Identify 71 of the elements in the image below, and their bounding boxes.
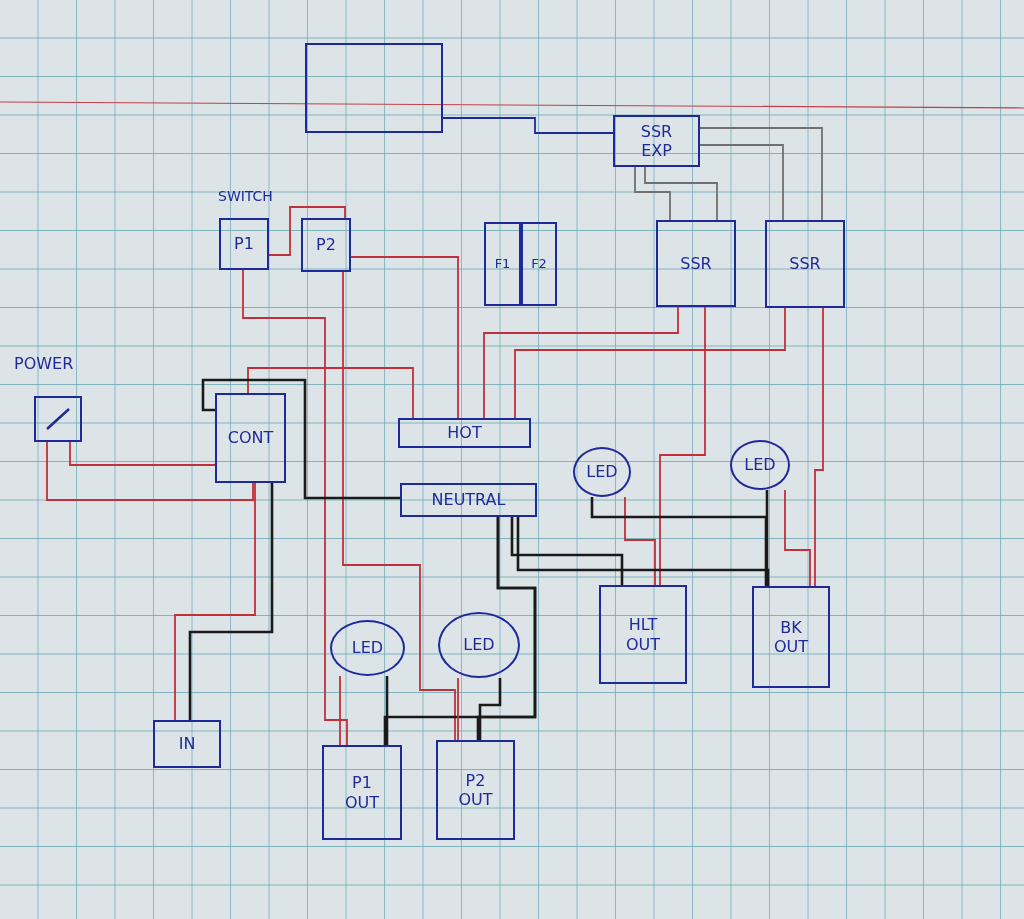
node-label: SSR bbox=[680, 253, 712, 274]
fuse-box bbox=[484, 222, 521, 306]
wire bbox=[814, 307, 824, 587]
wire bbox=[510, 517, 624, 585]
relay-box bbox=[765, 220, 845, 308]
wire bbox=[516, 517, 770, 586]
node-label: SSR EXP bbox=[640, 121, 673, 161]
wire bbox=[174, 482, 256, 721]
node-label: LED bbox=[744, 455, 776, 475]
wire bbox=[514, 307, 786, 419]
outlet-box bbox=[599, 585, 687, 684]
led-circle bbox=[730, 440, 790, 490]
node-label: HLT OUT bbox=[625, 615, 661, 654]
wire bbox=[350, 256, 459, 419]
controller-box bbox=[305, 43, 443, 133]
wire bbox=[242, 269, 348, 746]
switch-box bbox=[219, 218, 269, 270]
node-label: HOT bbox=[447, 423, 482, 443]
wire bbox=[699, 127, 823, 221]
section-label: SWITCH bbox=[218, 188, 273, 204]
wire bbox=[476, 517, 537, 740]
wire bbox=[188, 483, 274, 720]
wire bbox=[784, 489, 811, 587]
wire bbox=[478, 678, 502, 740]
node-label: P2 OUT bbox=[458, 770, 493, 810]
node-label: F2 bbox=[531, 256, 547, 272]
wire bbox=[483, 306, 679, 419]
wire bbox=[342, 271, 456, 741]
node-caption: POWER bbox=[14, 354, 74, 373]
node-label: P2 bbox=[316, 235, 336, 255]
wire bbox=[268, 206, 346, 256]
wire bbox=[644, 166, 718, 221]
node-label: F1 bbox=[494, 256, 511, 272]
inlet-box bbox=[153, 720, 221, 768]
node-label: SSR bbox=[789, 254, 821, 274]
wire bbox=[69, 441, 216, 466]
outlet-box bbox=[752, 586, 830, 688]
wire bbox=[765, 490, 769, 586]
node-label: IN bbox=[178, 734, 196, 754]
wire bbox=[339, 675, 341, 746]
node-label: NEUTRAL bbox=[431, 490, 506, 510]
bus-bar bbox=[398, 418, 531, 448]
contactor-box bbox=[215, 393, 286, 483]
led-circle bbox=[330, 620, 405, 676]
wire bbox=[659, 306, 706, 586]
node-label: LED bbox=[586, 462, 618, 482]
wire bbox=[590, 497, 768, 586]
node-label: LED bbox=[463, 635, 495, 655]
wire bbox=[385, 676, 389, 745]
outlet-box bbox=[322, 745, 402, 840]
module-box bbox=[613, 115, 700, 167]
wire bbox=[457, 677, 459, 741]
led-circle bbox=[573, 447, 631, 497]
node-label: LED bbox=[351, 638, 384, 658]
wire bbox=[624, 496, 656, 586]
bus-bar bbox=[400, 483, 537, 517]
wire bbox=[201, 378, 400, 500]
switch-box bbox=[301, 218, 351, 272]
relay-box bbox=[656, 220, 736, 307]
wire bbox=[699, 144, 784, 221]
node-label: BK OUT bbox=[773, 617, 809, 657]
outlet-box bbox=[436, 740, 515, 840]
fuse-box bbox=[521, 222, 557, 306]
node-label: P1 OUT bbox=[344, 773, 380, 812]
node-label: CONT bbox=[227, 428, 274, 448]
wire bbox=[442, 117, 614, 134]
wire bbox=[634, 166, 671, 221]
node-label: P1 bbox=[234, 234, 254, 254]
wire bbox=[247, 367, 414, 419]
led-circle bbox=[438, 612, 520, 678]
wire bbox=[46, 441, 254, 501]
